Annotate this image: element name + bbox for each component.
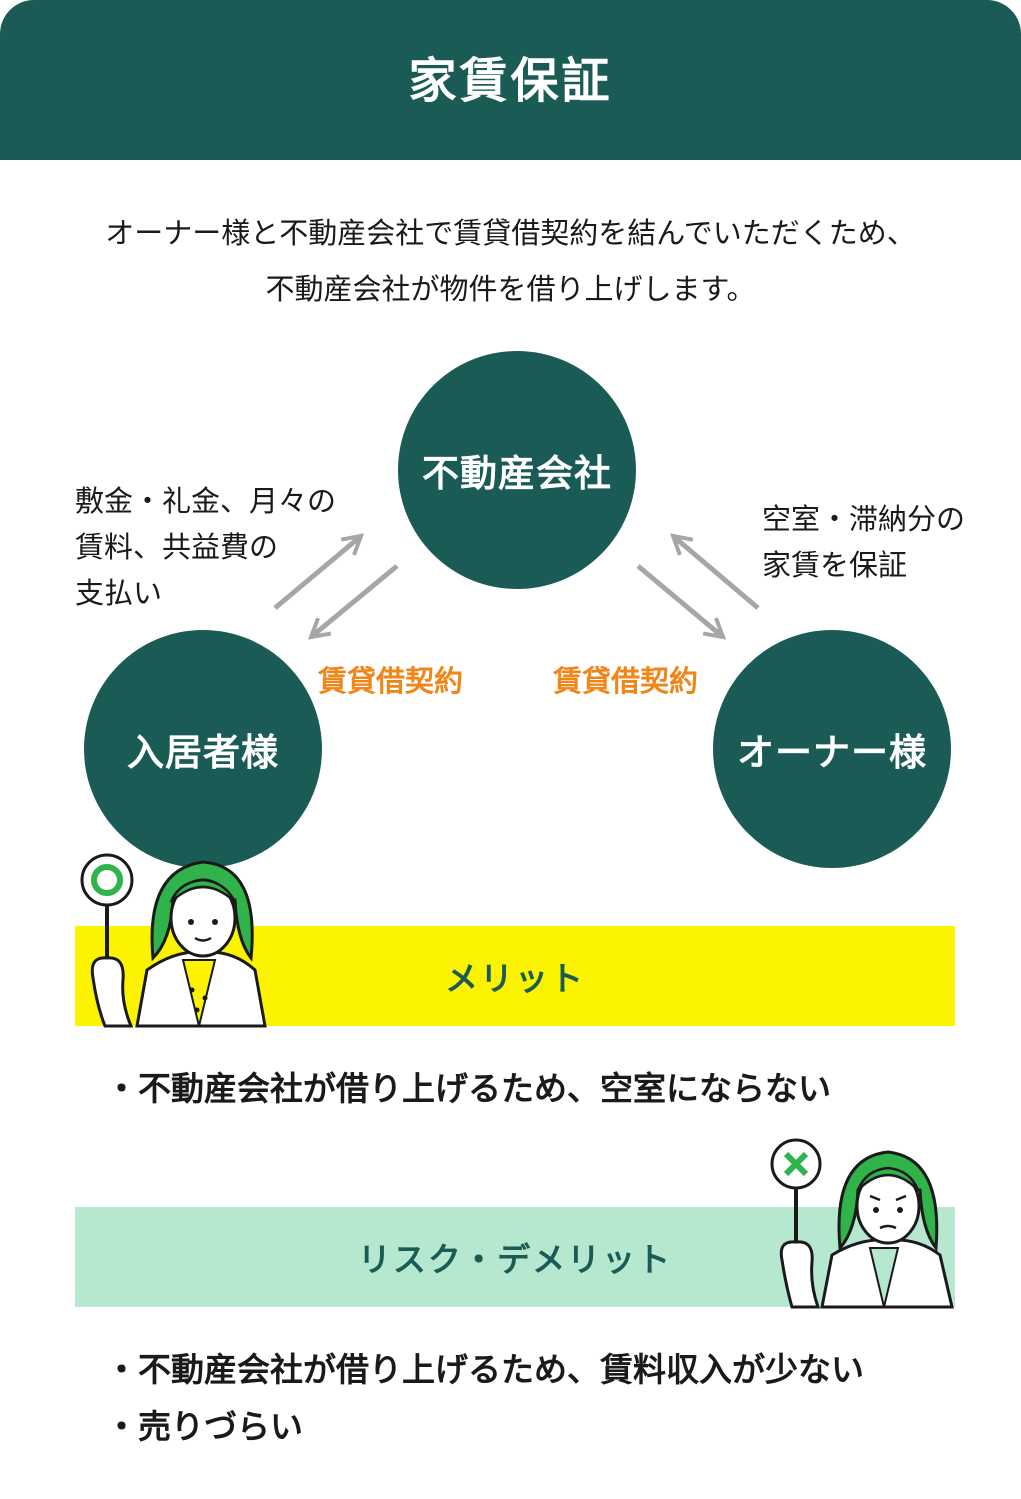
node-owner: オーナー様 [713,630,951,868]
person-with-cross-sign-illustration [770,1138,954,1309]
arrow-company-to-tenant [307,564,399,640]
left-note-line-2: 賃料、共益費の [75,530,279,564]
risk-title: リスク・デメリット [357,1240,673,1279]
page-title: 家賃保証 [408,53,613,109]
intro-line-2: 不動産会社が物件を借り上げします。 [265,272,756,306]
left-note: 敷金・礼金、月々の 賃料、共益費の 支払い [75,478,336,616]
right-note: 空室・滞納分の 家賃を保証 [762,496,965,588]
arrow-company-to-owner [636,564,727,640]
node-real-estate-company-label: 不動産会社 [422,452,612,495]
node-tenant: 入居者様 [84,630,322,868]
risk-item-1: ・不動産会社が借り上げるため、賃料収入が少ない [105,1350,864,1389]
arrow-owner-to-company [669,533,760,610]
arrow-tenant-to-company [273,533,365,610]
node-real-estate-company: 不動産会社 [398,351,636,589]
left-note-line-1: 敷金・礼金、月々の [75,484,337,518]
left-note-line-3: 支払い [75,576,163,610]
right-contract-label: 賃貸借契約 [553,664,699,698]
merit-title: メリット [445,959,585,998]
left-contract-label: 賃貸借契約 [318,664,464,698]
person-with-circle-sign-illustration [80,853,267,1028]
merit-item: ・不動産会社が借り上げるため、空室にならない [105,1069,831,1108]
intro-text: オーナー様と不動産会社で賃貸借契約を結んでいただくため、 不動産会社が物件を借り… [0,205,1021,317]
risk-item-2: ・売りづらい [105,1407,303,1446]
node-owner-label: オーナー様 [737,731,927,774]
right-note-line-2: 家賃を保証 [762,548,908,582]
node-tenant-label: 入居者様 [127,731,279,774]
right-note-line-1: 空室・滞納分の [762,502,966,536]
intro-line-1: オーナー様と不動産会社で賃貸借契約を結んでいただくため、 [105,216,916,250]
page-header: 家賃保証 [0,0,1021,160]
